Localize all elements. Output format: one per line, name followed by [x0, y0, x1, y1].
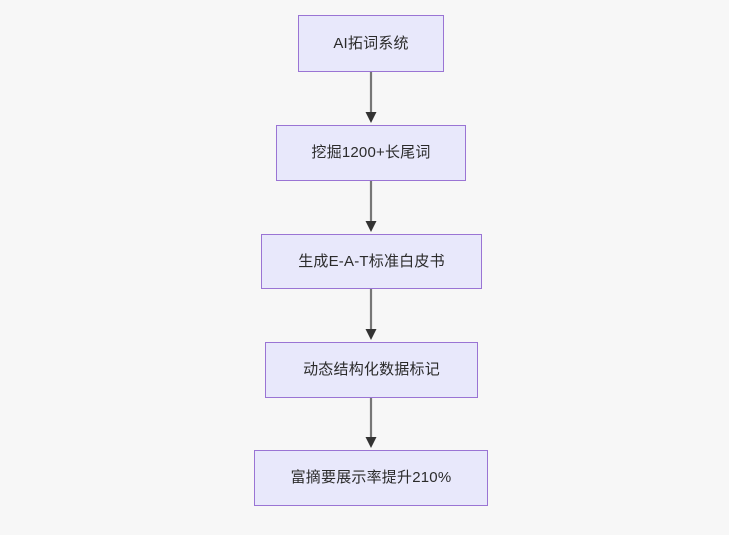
flowchart-node-2[interactable]: 挖掘1200+长尾词	[276, 125, 466, 181]
flowchart-edge-3-to-4	[356, 289, 386, 342]
flowchart-node-5-label: 富摘要展示率提升210%	[290, 469, 452, 486]
arrow-down-icon	[365, 181, 377, 232]
flowchart-node-3-label: 生成E-A-T标准白皮书	[298, 252, 445, 270]
arrow-down-icon	[365, 72, 377, 123]
flowchart-node-4[interactable]: 动态结构化数据标记	[265, 342, 478, 398]
flowchart-node-1-label: AI拓词系统	[333, 34, 409, 52]
flowchart-edge-4-to-5	[356, 398, 386, 450]
flowchart-node-3[interactable]: 生成E-A-T标准白皮书	[261, 234, 482, 289]
flowchart-edge-1-to-2	[356, 72, 386, 125]
flowchart-edge-2-to-3	[356, 181, 386, 234]
flowchart-node-2-label: 挖掘1200+长尾词	[311, 144, 431, 161]
flowchart-node-1[interactable]: AI拓词系统	[298, 15, 444, 72]
flowchart-node-4-label: 动态结构化数据标记	[303, 361, 440, 378]
arrow-down-icon	[365, 289, 377, 340]
flowchart-node-5[interactable]: 富摘要展示率提升210%	[254, 450, 488, 506]
arrow-down-icon	[365, 398, 377, 448]
